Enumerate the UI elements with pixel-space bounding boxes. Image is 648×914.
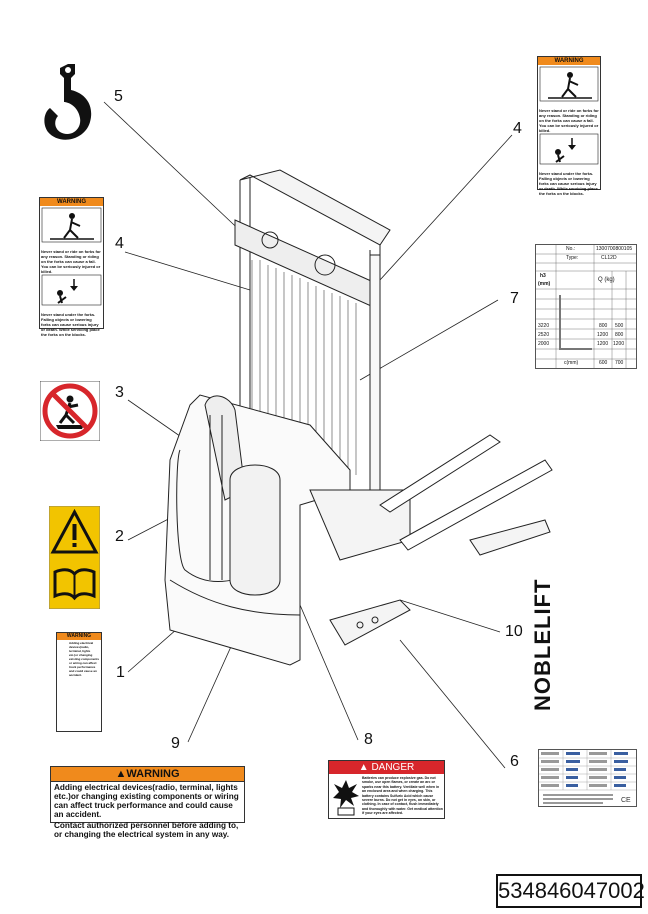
capacity-h-label: h3: [540, 273, 546, 279]
callout-9: 9: [171, 735, 180, 752]
no-standing-under-forks-icon: [41, 274, 102, 306]
capacity-no-label: No.:: [566, 246, 576, 252]
capacity-row-1-h: 3220: [538, 323, 550, 329]
callout-2: 2: [115, 528, 124, 545]
warning-decal-stand: WARNING Never stand or ride on forks for…: [39, 197, 104, 337]
capacity-c2: 700: [615, 360, 624, 366]
danger-body-text: Batteries can produce explosive gas. Do …: [362, 776, 443, 816]
read-manual-caution-icon: [48, 505, 101, 610]
capacity-row-3-a: 1200: [597, 341, 609, 347]
electrical-warning-head-text: WARNING: [126, 768, 180, 780]
warning-decal-text-2: Never stand under the forks. Falling obj…: [41, 312, 100, 337]
capacity-h-unit: (mm): [538, 281, 551, 287]
lifting-hook-icon: [38, 60, 98, 150]
capacity-row-1-b: 500: [615, 323, 624, 329]
capacity-row-2-a: 1200: [597, 332, 609, 338]
callout-4-left: 4: [115, 235, 124, 252]
warning-decal-text-right-2: Never stand under the forks. Falling obj…: [539, 171, 598, 196]
capacity-q-label: Q (kg): [598, 277, 615, 283]
no-standing-under-forks-icon-right: [539, 133, 599, 165]
warning-decal-head: WARNING: [40, 198, 103, 206]
capacity-row-1-a: 800: [599, 323, 608, 329]
capacity-row-3-h: 2000: [538, 341, 550, 347]
no-riding-prohibition-icon: [39, 380, 101, 442]
capacity-c1: 600: [599, 360, 608, 366]
callout-1: 1: [116, 664, 125, 681]
svg-text:CE: CE: [621, 797, 631, 804]
electrical-warning-line-2: Contact authorized personnel before addi…: [54, 821, 239, 839]
callout-7: 7: [510, 290, 519, 307]
battery-explosion-icon: [333, 780, 359, 816]
callout-10: 10: [505, 623, 523, 640]
callout-3: 3: [115, 384, 124, 401]
data-nameplate: CE: [538, 749, 637, 807]
brand-logo-text: NOBLELIFT: [530, 578, 555, 712]
capacity-no-value: 1300700800105: [596, 246, 633, 252]
callout-5: 5: [114, 88, 123, 105]
pallet-stacker-drawing: [164, 169, 553, 666]
document-number: 534846047002: [496, 874, 645, 908]
electrical-warning-head: ▲WARNING: [51, 767, 244, 782]
danger-triangle-icon: ▲: [358, 762, 372, 773]
capacity-type-label: Type:: [566, 255, 579, 261]
electrical-warning-line-1: Adding electrical devices(radio, termina…: [54, 783, 239, 819]
no-riding-forks-icon-right: [539, 66, 599, 102]
callout-6: 6: [510, 753, 519, 770]
capacity-row-2-b: 800: [615, 332, 624, 338]
small-warning-text: Adding electrical devices(radio, termina…: [69, 641, 100, 677]
callout-8: 8: [364, 731, 373, 748]
warning-decal-stand-right: WARNING Never stand or ride on forks for…: [537, 56, 601, 196]
capacity-row-3-b: 1200: [613, 341, 625, 347]
no-riding-forks-icon: [41, 207, 102, 243]
callout-4-right: 4: [513, 120, 522, 137]
warning-triangle-icon: ▲: [115, 768, 127, 780]
danger-head: ▲ DANGER: [329, 761, 444, 774]
electrical-warning-label: ▲WARNING Adding electrical devices(radio…: [50, 766, 245, 839]
capacity-row-2-h: 2520: [538, 332, 550, 338]
capacity-c-label: c(mm): [564, 360, 579, 366]
capacity-type-value: CL12D: [601, 255, 617, 261]
warning-decal-text-right: Never stand or ride on forks for any rea…: [539, 108, 599, 132]
small-warning-head: WARNING: [57, 633, 101, 640]
load-capacity-chart: No.: 1300700800105 Type: CL12D h3 (mm) Q…: [535, 244, 637, 369]
warning-decal-text: Never stand or ride on forks for any rea…: [41, 249, 101, 273]
battery-danger-label: ▲ DANGER Batteries can produce explosive…: [328, 760, 445, 819]
danger-head-text: DANGER: [371, 762, 415, 773]
warning-decal-head-right: WARNING: [538, 57, 600, 65]
warning-decal-electrical-small: WARNING Adding electrical devices(radio,…: [56, 632, 102, 732]
